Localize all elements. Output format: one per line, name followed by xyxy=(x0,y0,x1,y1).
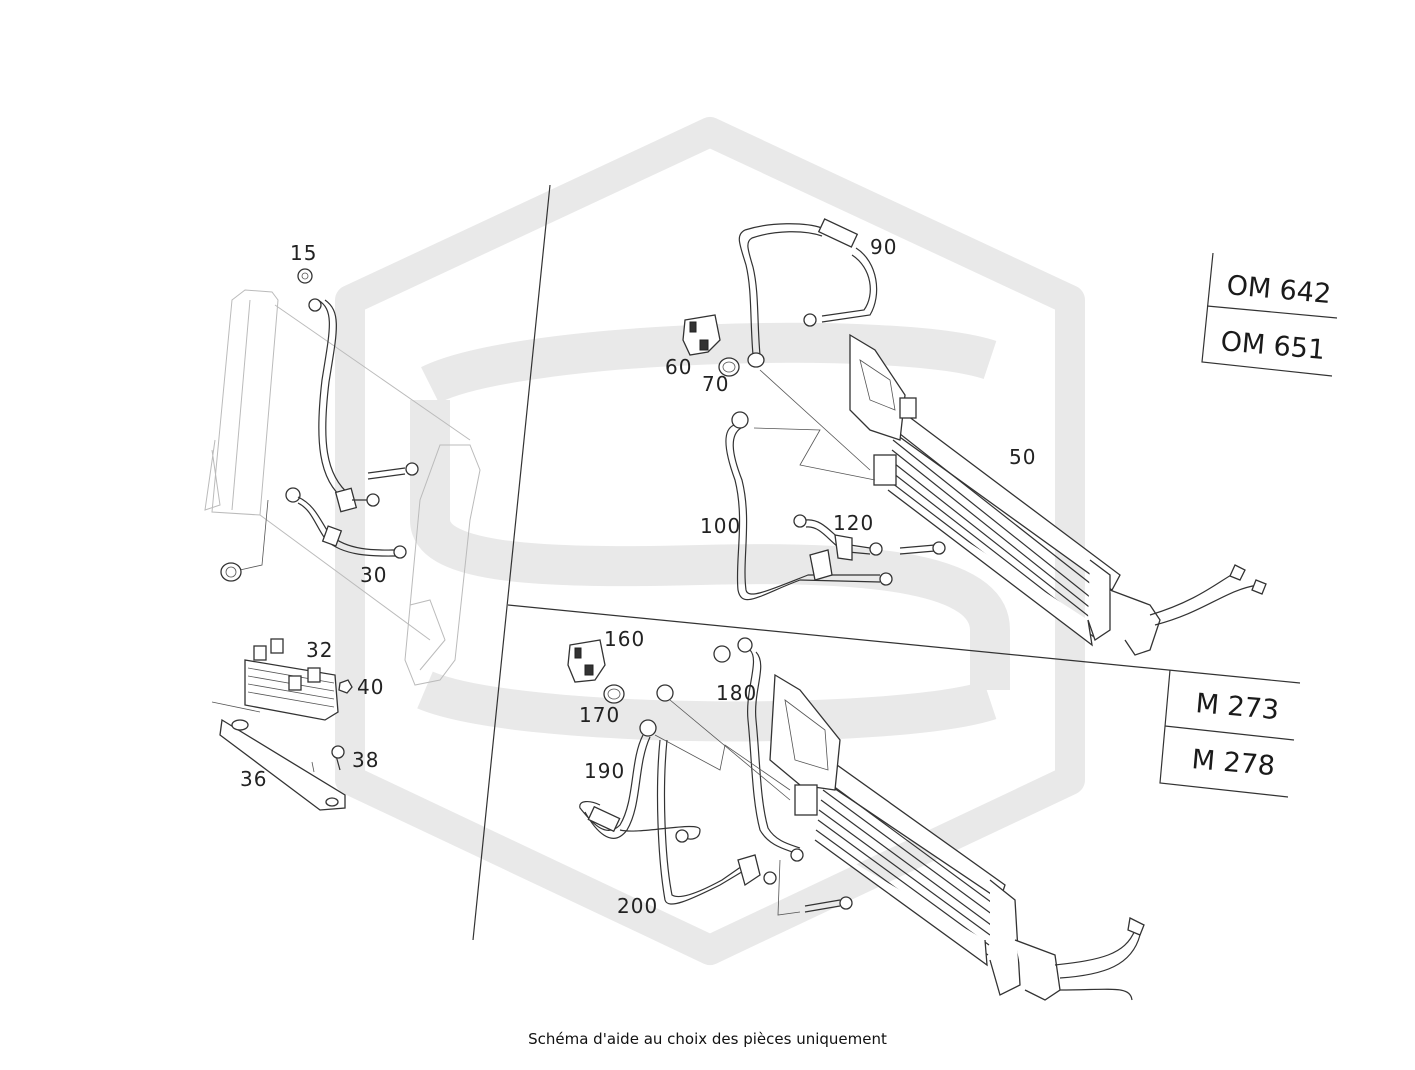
oil-cooler-lower xyxy=(769,673,1145,1001)
engine-code-m278: M 278 xyxy=(1190,744,1276,782)
part-label-38: 38 xyxy=(352,748,379,772)
part-label-180: 180 xyxy=(716,681,757,705)
section-dividers xyxy=(472,184,1301,941)
seal-ring-70 xyxy=(718,357,740,377)
part-label-32: 32 xyxy=(306,638,333,662)
diagram-caption: Schéma d'aide au choix des pièces unique… xyxy=(528,1030,887,1048)
radiator-assembly xyxy=(204,289,481,686)
part-label-120: 120 xyxy=(833,511,874,535)
seal-ring-170 xyxy=(603,684,625,704)
oil-line-30 xyxy=(220,268,419,582)
oil-line-190 xyxy=(579,684,791,843)
engine-table-diesel: OM 642 OM 651 xyxy=(1201,252,1338,377)
engine-code-om651: OM 651 xyxy=(1219,326,1326,366)
part-label-100: 100 xyxy=(700,514,741,538)
part-label-200: 200 xyxy=(617,894,658,918)
oil-line-100 xyxy=(725,411,893,601)
oil-line-120 xyxy=(793,514,946,561)
part-label-36: 36 xyxy=(240,767,267,791)
part-label-190: 190 xyxy=(584,759,625,783)
bracket-60 xyxy=(682,314,721,356)
bracket-160 xyxy=(567,639,606,683)
watermark-logo xyxy=(335,117,1085,965)
engine-table-petrol: M 273 M 278 xyxy=(1159,669,1295,798)
oil-line-200 xyxy=(656,739,853,916)
part-label-15: 15 xyxy=(290,241,317,265)
oil-line-180 xyxy=(713,637,804,862)
small-oil-cooler-32 xyxy=(244,638,353,721)
part-label-50: 50 xyxy=(1009,445,1036,469)
bracket-36 xyxy=(211,701,346,811)
part-label-90: 90 xyxy=(870,235,897,259)
part-label-70: 70 xyxy=(702,372,729,396)
engine-code-m273: M 273 xyxy=(1194,688,1280,726)
part-label-40: 40 xyxy=(357,675,384,699)
oil-line-90 xyxy=(738,218,878,471)
part-labels: 15 30 32 40 38 36 90 60 70 50 100 120 16… xyxy=(240,235,1036,918)
part-label-160: 160 xyxy=(604,627,645,651)
part-label-60: 60 xyxy=(665,355,692,379)
part-label-170: 170 xyxy=(579,703,620,727)
oil-cooler-50 xyxy=(849,333,1267,656)
engine-code-om642: OM 642 xyxy=(1225,270,1332,310)
part-label-30: 30 xyxy=(360,563,387,587)
